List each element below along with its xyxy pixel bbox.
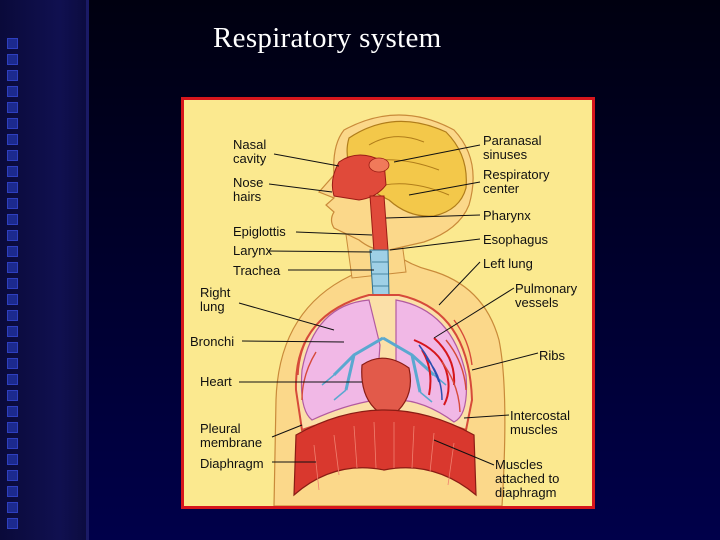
left-decorative-band <box>0 0 86 540</box>
label-heart: Heart <box>200 375 232 389</box>
decorative-square-column <box>4 38 20 508</box>
label-diaphragm: Diaphragm <box>200 457 264 471</box>
label-left-lung: Left lung <box>483 257 533 271</box>
label-epiglottis: Epiglottis <box>233 225 286 239</box>
label-trachea: Trachea <box>233 264 280 278</box>
label-esophagus: Esophagus <box>483 233 548 247</box>
label-pharynx: Pharynx <box>483 209 531 223</box>
label-ribs: Ribs <box>539 349 565 363</box>
label-bronchi: Bronchi <box>190 335 234 349</box>
slide-title: Respiratory system <box>213 22 442 55</box>
label-larynx: Larynx <box>233 244 272 258</box>
